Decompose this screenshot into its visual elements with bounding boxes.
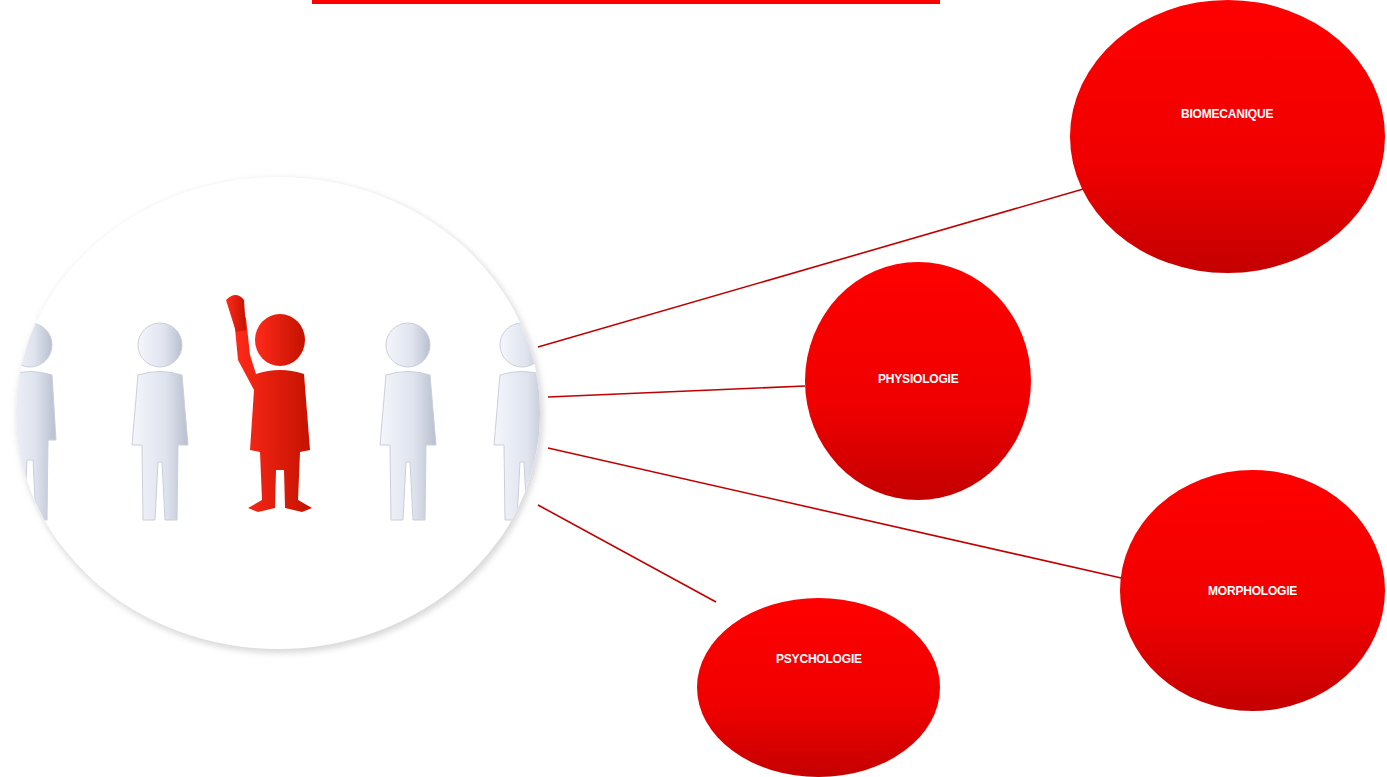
leader-lines xyxy=(538,183,1130,602)
topic-circle: PSYCHOLOGIE xyxy=(697,598,940,777)
circle-outline xyxy=(1070,0,1385,273)
topic-circle: MORPHOLOGIE xyxy=(1120,470,1385,711)
topic-circle: PHYSIOLOGIE xyxy=(805,262,1031,500)
topic-label: BIOMECANIQUE xyxy=(1181,107,1273,121)
people-figures xyxy=(0,295,560,540)
topic-circle: BIOMECANIQUE xyxy=(1070,0,1385,273)
circle-outline xyxy=(697,598,940,777)
topic-label: PHYSIOLOGIE xyxy=(878,372,958,386)
topic-label: PSYCHOLOGIE xyxy=(776,652,862,666)
title-rule xyxy=(312,0,940,4)
topic-label: MORPHOLOGIE xyxy=(1208,584,1297,598)
